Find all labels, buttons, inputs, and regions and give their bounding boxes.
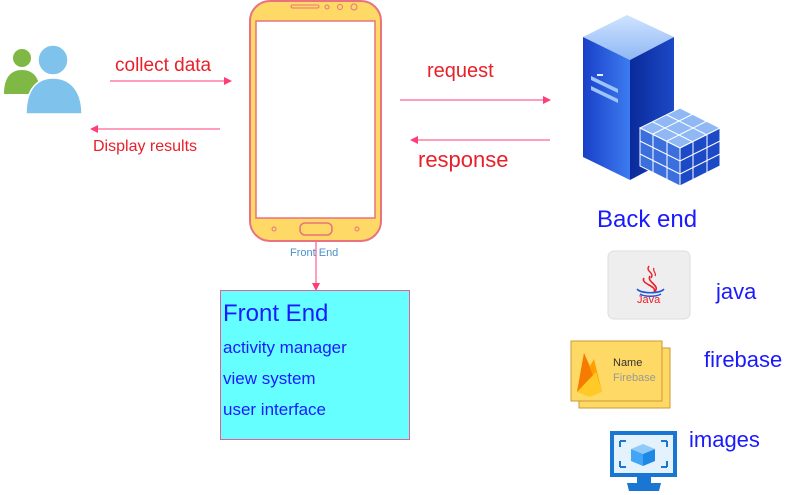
java-icon [607,250,691,320]
response-label: response [418,147,509,172]
front-end-item-view-system: view system [223,369,316,388]
java-label: java [716,279,757,304]
server-icon [583,15,722,187]
firebase-card-name: Name [613,357,643,369]
front-end-item-user-interface: user interface [223,400,326,419]
java-icon-text: Java [637,294,661,306]
phone-caption: Front End [290,247,339,259]
front-end-item-activity-manager: activity manager [223,338,347,357]
front-end-box: Front End activity manager view system u… [220,290,410,440]
firebase-label: firebase [704,347,783,372]
front-end-box-title: Front End [223,300,329,327]
smartphone-icon [249,0,382,242]
users-icon [4,44,83,115]
firebase-icon [570,340,671,409]
display-results-label: Display results [93,138,198,155]
images-label: images [689,427,760,452]
back-end-label: Back end [597,206,698,233]
firebase-card-sub: Firebase [613,372,656,384]
collect-data-label: collect data [115,55,212,76]
request-label: request [427,60,494,82]
monitor-icon [610,431,677,491]
